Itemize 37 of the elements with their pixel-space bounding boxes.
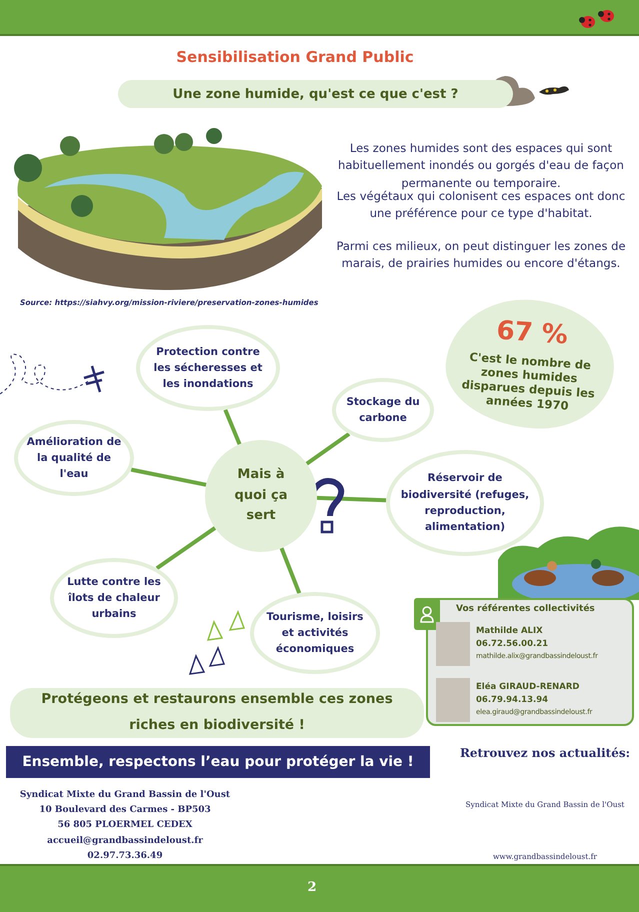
message-banner: [10, 688, 424, 738]
address-line: accueil@grandbassindeloust.fr: [46, 836, 204, 846]
address-line: 02.97.73.36.49: [86, 851, 164, 861]
connector-line: [223, 408, 242, 446]
phone-number: 06.79.94.13.94: [476, 695, 550, 705]
address-line: 56 805 PLOERMEL CEDEX: [56, 820, 194, 830]
connector-line: [306, 432, 350, 466]
bubble-text: Stockage du carbone: [345, 394, 421, 426]
page-title: Sensibilisation Grand Public: [175, 48, 415, 66]
contact-name: Eléa GIRAUD-RENARD: [476, 682, 580, 692]
percentage-value: 67 %: [496, 316, 569, 351]
bubble-text: Réservoir de biodiversité (refuges, reproduction, alimentation): [400, 471, 530, 536]
connector-line: [280, 547, 302, 594]
description-text: Les végétaux qui colonisent ces espaces ont donc une préférence pour ce type d'habitat.: [336, 189, 626, 222]
connector-line: [316, 496, 386, 502]
connector-line: [130, 468, 207, 487]
news-heading: Retrouvez nos actualités:: [458, 746, 632, 760]
bubble-text: Tourisme, loisirs et activités économiques: [266, 610, 364, 658]
bubble-text: Amélioration de la qualité de l'eau: [26, 434, 122, 482]
heading-band: [118, 80, 513, 108]
address-line: 10 Boulevard des Carmes - BP503: [38, 805, 212, 815]
address-line: Syndicat Mixte du Grand Bassin de l'Oust: [18, 790, 232, 800]
description-text: Les zones humides sont des espaces qui sont habituellement inondés ou gorgés d'eau de façon permanente ou temporaire.: [337, 140, 625, 190]
page-number: 2: [306, 880, 318, 895]
statistic-text: C'est le nombre de zones humides disparues depuis les années 1970: [460, 348, 596, 415]
description-text: Parmi ces milieux, on peut distinguer les zones de marais, de prairies humides ou encore d'étangs.: [335, 238, 627, 272]
bubble-text: Protégeons et restaurons ensemble ces zones riches en biodiversité !: [40, 690, 394, 735]
phone-number: 06.72.56.00.21: [476, 639, 550, 649]
bubble-text: Lutte contre les îlots de chaleur urbains: [66, 574, 162, 622]
card-heading: Vos référentes collectivités: [456, 604, 595, 614]
slogan-banner: [6, 746, 430, 778]
bubble-text: Une zone humide, qu'est ce que c'est ?: [172, 86, 458, 102]
contact-name: Mathilde ALIX: [476, 626, 544, 636]
connector-line: [156, 526, 216, 570]
bubble-text: Mais à quoi ça sert: [234, 466, 288, 526]
bubble-text: Ensemble, respectons l’eau pour protéger la vie !: [22, 754, 414, 770]
bubble-text: Protection contre les sécheresses et les inondations: [152, 344, 264, 392]
